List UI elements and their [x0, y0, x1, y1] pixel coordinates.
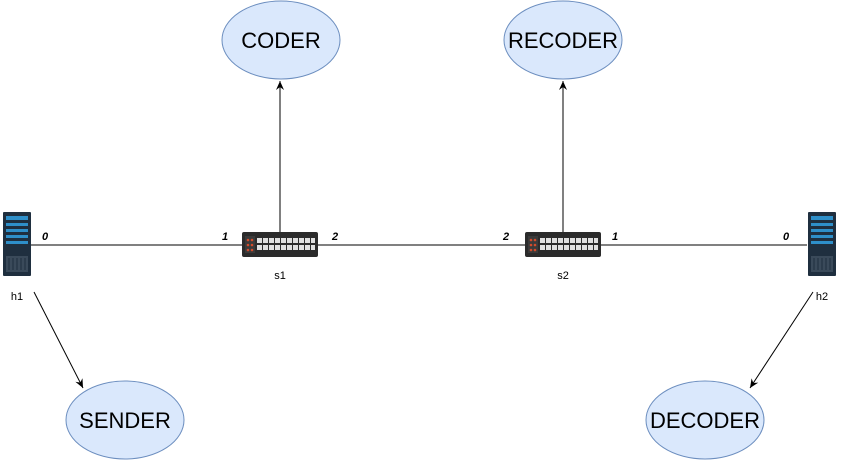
recoder-ellipse [503, 0, 623, 80]
sender-label: SENDER [79, 408, 171, 433]
s1-switch[interactable]: s1 [242, 232, 318, 282]
sender-node[interactable]: SENDER [65, 380, 185, 460]
port-label-s1-2: 2 [331, 231, 338, 243]
h1-label: h1 [11, 291, 23, 303]
coder-label: CODER [241, 28, 320, 53]
arrow-h2-to-decoder [749, 291, 814, 389]
recoder-label: RECODER [508, 28, 618, 53]
coder-node[interactable]: CODER [221, 0, 341, 80]
decoder-node[interactable]: DECODER [645, 380, 765, 460]
port-label-s2-1: 1 [612, 231, 618, 243]
server-icon [808, 212, 836, 276]
h2-host[interactable]: h2 [808, 212, 836, 303]
h1-host[interactable]: h1 [3, 212, 31, 303]
s2-switch[interactable]: s2 [525, 232, 601, 282]
h2-label: h2 [816, 291, 828, 303]
port-label-h1-0: 0 [42, 231, 49, 243]
s2-label: s2 [557, 270, 569, 282]
decoder-ellipse [645, 380, 765, 460]
coder-ellipse [221, 0, 341, 80]
server-icon [3, 212, 31, 276]
network-switch-icon [525, 232, 601, 257]
decoder-label: DECODER [650, 408, 760, 433]
recoder-node[interactable]: RECODER [503, 0, 623, 80]
s1-label: s1 [274, 270, 286, 282]
network-switch-icon [242, 232, 318, 257]
sender-ellipse [65, 380, 185, 460]
arrow-h1-to-sender [33, 291, 84, 389]
port-label-h2-0: 0 [783, 231, 790, 243]
port-label-s2-2: 2 [502, 231, 509, 243]
port-label-s1-1: 1 [222, 231, 228, 243]
